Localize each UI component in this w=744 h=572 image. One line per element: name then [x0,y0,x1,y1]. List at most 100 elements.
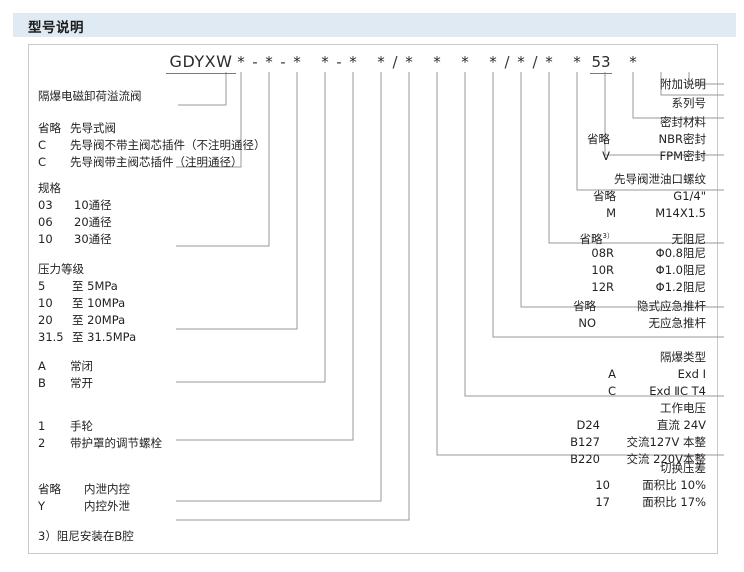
spec-key-1: 06 [38,215,53,229]
pilot-thread-heading: 先导阀泄油口螺纹 [614,172,706,186]
pilot-val-2: 先导阀带主阀芯插件（注明通径） [70,155,243,169]
thread-val-0: G1/4" [673,189,706,203]
model-family-label: GDYXW [166,52,236,74]
code-token-14: / [504,53,510,71]
pressure-val-2: 至 20MPa [72,313,126,327]
voltage-val-0: 直流 24V [656,418,706,432]
seal-material-heading: 密封材料 [660,115,706,129]
normal-val-1: 常开 [70,376,93,390]
damping-key-2: 10R [591,263,614,277]
code-token-2: * [265,53,273,71]
drain-val-1: 内控外泄 [84,499,130,513]
damping-key-0-sup: 3） [602,232,614,240]
pressure-key-2: 20 [38,313,53,327]
series-number-heading: 系列号 [671,96,707,110]
code-token-15: * [517,53,525,71]
voltage-val-2: 交流 220V本整 [626,452,706,466]
flameproof-val-1: Exd ⅡC T4 [649,384,706,398]
code-token-5: * [321,53,329,71]
code-token-7: * [349,53,357,71]
code-token-19: 53 [590,52,612,74]
switching-heading: 切换压差 [660,461,706,475]
pilot-val-1: 先导阀不带主阀芯插件（不注明通径） [70,138,266,152]
normal-key-1: B [38,376,46,390]
adjust-val-0: 手轮 [70,419,93,433]
seal-val-1: FPM密封 [659,149,706,163]
pressure-heading: 压力等级 [38,262,84,276]
right-block-series-number: 系列号 [450,95,707,112]
damping-key-3: 12R [591,280,614,294]
left-block-specification: 规格 03 10通径 06 20通径 10 30通径 [38,180,112,248]
damping-val-2: Φ1.0阻尼 [655,263,706,277]
damping-val-0: 无阻尼 [671,231,707,246]
flameproof-key-1: C [607,384,616,398]
seal-key-0: 省略 [587,132,610,146]
flameproof-heading: 隔爆类型 [660,350,706,364]
drain-key-1: Y [38,499,46,513]
seal-key-1: V [602,149,610,163]
code-token-20: * [629,53,637,71]
pilot-val-0: 先导式阀 [70,121,116,135]
normal-key-0: A [38,359,46,373]
left-block-pilot-valve-type: 省略先导式阀 C 先导阀不带主阀芯插件（不注明通径） C 先导阀带主阀芯插件（注明通… [38,120,266,171]
drain-val-0: 内泄内控 [84,482,130,496]
diagram-frame [28,44,718,554]
code-token-10: * [405,53,413,71]
header-accent-strip [8,13,13,37]
voltage-key-2: B220 [570,452,600,466]
adjust-key-1: 2 [38,436,46,450]
pilot-key-0: 省略 [38,121,61,135]
code-token-1: - [252,53,258,71]
damping-val-3: Φ1.2阻尼 [655,280,706,294]
rod-val-0: 隐式应急推杆 [637,299,706,313]
switching-key-0: 10 [595,478,610,492]
spec-val-1: 20通径 [74,215,112,229]
rod-key-0: 省略 [573,299,596,313]
pressure-val-0: 至 5MPa [72,279,118,293]
switching-val-0: 面积比 10% [642,478,706,492]
voltage-val-1: 交流127V 本整 [626,435,706,449]
flameproof-val-0: Exd Ⅰ [677,367,706,381]
additional-note-heading: 附加说明 [660,77,706,91]
code-token-0: * [237,53,245,71]
left-block-product-name: 隔爆电磁卸荷溢流阀 [38,88,142,105]
pilot-key-1: C [38,138,47,152]
flameproof-key-0: A [608,367,616,381]
spec-val-0: 10通径 [74,198,112,212]
page-title: 型号说明 [28,20,84,36]
code-token-18: * [573,53,581,71]
product-name-label: 隔爆电磁卸荷溢流阀 [38,89,142,103]
damping-key-1: 08R [591,246,614,260]
code-token-11: * [433,53,441,71]
pressure-val-1: 至 10MPa [72,296,126,310]
code-token-13: * [489,53,497,71]
section-header-bar [8,13,736,37]
switching-val-1: 面积比 17% [642,495,706,509]
thread-key-1: M [606,206,616,220]
model-code-row: GDYXW * - * - * * - * * / * * * * / * / … [0,52,744,74]
pressure-key-0: 5 [38,279,46,293]
spec-val-2: 30通径 [74,232,112,246]
specification-heading: 规格 [38,181,61,195]
rod-key-1: NO [578,316,596,330]
pilot-key-2: C [38,155,47,169]
pressure-key-3: 31.5 [38,330,64,344]
voltage-key-0: D24 [576,418,601,432]
right-block-flameproof-type: 隔爆类型 A Exd Ⅰ C Exd ⅡC T4 [450,349,706,400]
right-block-additional-note: 附加说明 [450,76,706,93]
spec-key-2: 10 [38,232,53,246]
thread-key-0: 省略 [593,189,616,203]
code-token-8: * [377,53,385,71]
code-token-6: - [336,53,342,71]
spec-key-0: 03 [38,198,53,212]
code-token-9: / [392,53,398,71]
